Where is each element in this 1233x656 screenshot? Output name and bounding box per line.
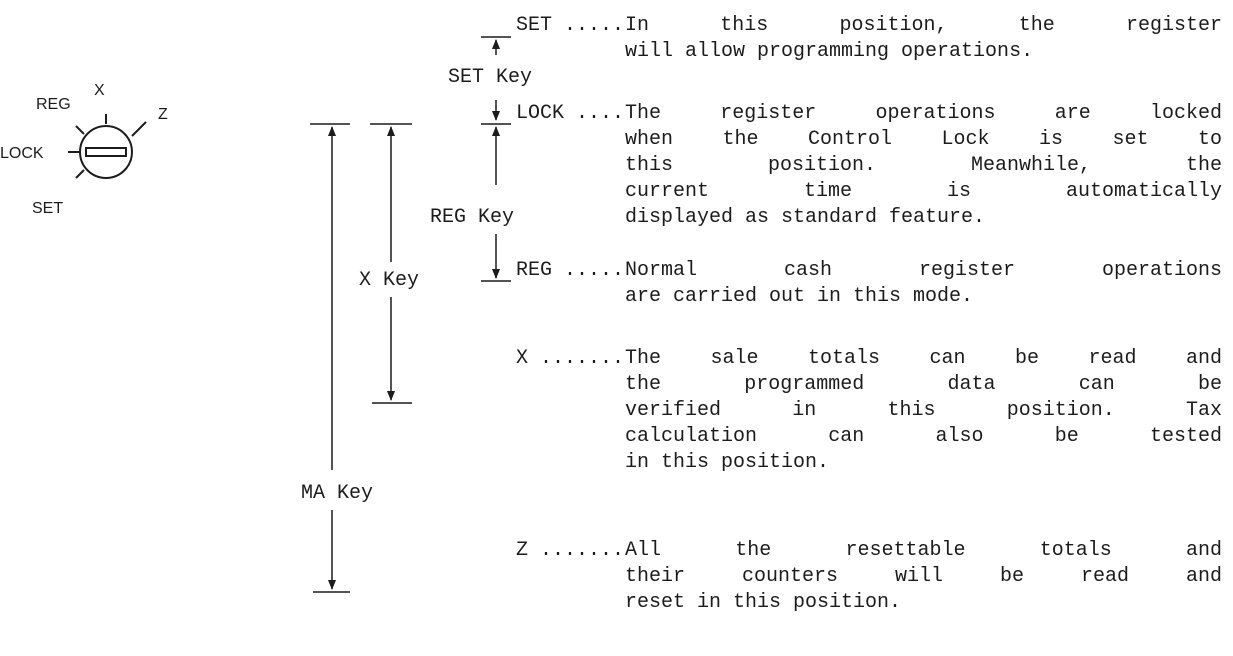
mode-description-z: All the resettable totals and their coun… <box>625 538 1222 616</box>
arrow-up-icon <box>328 126 336 136</box>
dial-label-z: Z <box>158 106 168 123</box>
dial-label-reg: REG <box>36 96 71 113</box>
mode-name-set: SET ..... <box>516 14 625 37</box>
description-line: when the Control Lock is set to <box>625 128 1222 151</box>
mode-description-x: The sale totals can be read and the prog… <box>625 346 1222 476</box>
description-line: in this position. <box>625 451 830 474</box>
arrow-down-icon <box>492 269 500 279</box>
mode-name-z: Z ....... <box>516 539 625 562</box>
description-line: reset in this position. <box>625 591 902 614</box>
description-line: will allow programming operations. <box>625 40 1034 63</box>
mode-description-reg: Normal cash register operations are carr… <box>625 258 1222 310</box>
x-key-label: X Key <box>359 269 419 292</box>
dial-tick-z <box>131 121 147 137</box>
x-key-range: X Key <box>359 126 419 401</box>
dial-tick-set <box>75 169 85 179</box>
position-ticks <box>310 36 511 593</box>
mode-name-reg: REG ..... <box>516 259 625 282</box>
description-line: their counters will be read and <box>625 565 1222 588</box>
ma-key-range: MA Key <box>301 126 373 590</box>
arrow-up-icon <box>492 39 500 49</box>
dial-label-lock: LOCK <box>0 145 44 162</box>
dial-key-slot <box>85 147 127 157</box>
description-line: The register operations are locked <box>625 102 1222 125</box>
reg-key-label: REG Key <box>430 206 514 229</box>
description-line: All the resettable totals and <box>625 539 1222 562</box>
arrow-up-icon <box>492 126 500 136</box>
dial-label-x: X <box>94 82 105 99</box>
description-line: current time is automatically <box>625 180 1222 203</box>
mode-name-lock: LOCK .... <box>516 102 625 125</box>
set-key-label: SET Key <box>448 66 532 89</box>
description-line: are carried out in this mode. <box>625 285 974 308</box>
description-line: In this position, the register <box>625 14 1222 37</box>
arrow-down-icon <box>492 111 500 121</box>
mode-description-lock: The register operations are locked when … <box>625 101 1222 231</box>
mode-description-set: In this position, the register will allo… <box>625 13 1222 65</box>
dial-body <box>79 125 133 179</box>
reg-key-range: REG Key <box>430 126 514 279</box>
arrow-down-icon <box>387 391 395 401</box>
control-lock-dial: REG X Z LOCK SET <box>0 82 168 217</box>
set-key-range: SET Key <box>448 39 532 121</box>
description-line: verified in this position. Tax <box>625 399 1222 422</box>
dial-tick-reg <box>75 125 85 135</box>
description-line: displayed as standard feature. <box>625 206 986 229</box>
description-line: The sale totals can be read and <box>625 347 1222 370</box>
description-line: Normal cash register operations <box>625 259 1222 282</box>
arrow-down-icon <box>328 580 336 590</box>
ma-key-label: MA Key <box>301 482 373 505</box>
description-line: this position. Meanwhile, the <box>625 154 1222 177</box>
description-line: calculation can also be tested <box>625 425 1222 448</box>
mode-name-x: X ....... <box>516 347 625 370</box>
dial-label-set: SET <box>32 200 63 217</box>
arrow-up-icon <box>387 126 395 136</box>
description-line: the programmed data can be <box>625 373 1222 396</box>
